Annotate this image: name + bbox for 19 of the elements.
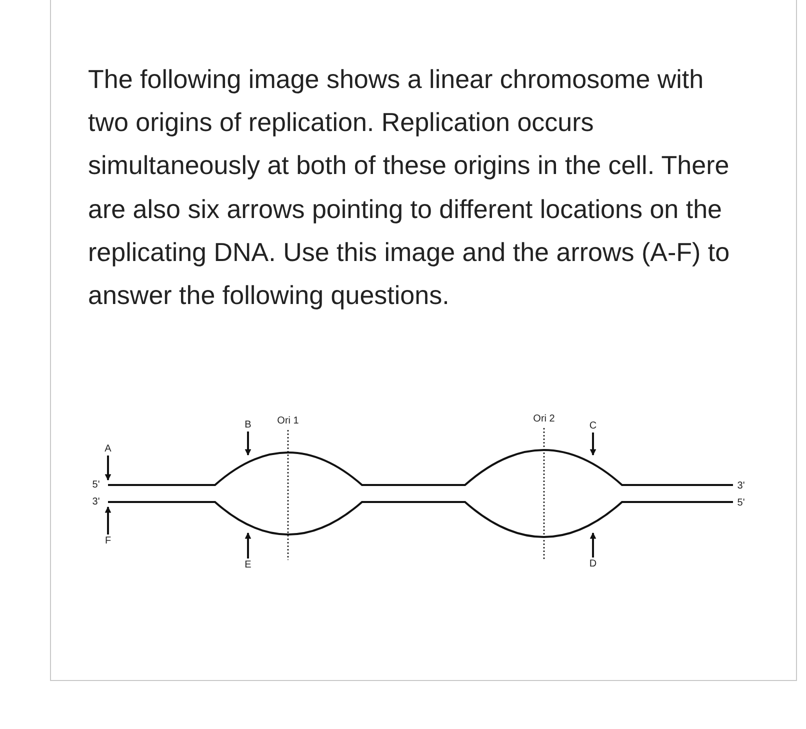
arrow (244, 432, 252, 456)
arrow-letter: E (244, 560, 252, 570)
origin-label: Ori 2 (533, 414, 555, 424)
arrow (104, 456, 112, 481)
arrow-letter: D (589, 558, 597, 570)
arrow (590, 432, 596, 456)
question-text: The following image shows a linear chromosome with two origins of replication. Replication occurs simultaneously at both of these origins in the cell. There are also six arrows pointing to different locations on the replicating DNA. Use this image and the arrows (A-F) to answer the following questions. (88, 63, 731, 312)
arrow (244, 532, 252, 558)
origin-label: Ori 1 (277, 416, 299, 426)
arrow (104, 506, 112, 534)
arrow (590, 532, 596, 558)
strand-end-label: 5' (92, 480, 100, 490)
arrow-letter: A (104, 444, 112, 454)
strand-end-label: 5' (737, 498, 745, 508)
strand-end-label: 3' (737, 480, 745, 492)
arrow-letter: C (589, 420, 597, 432)
strand-end-label: 3' (92, 496, 100, 508)
arrow-letter: F (104, 536, 112, 546)
arrow-letter: B (244, 420, 252, 430)
